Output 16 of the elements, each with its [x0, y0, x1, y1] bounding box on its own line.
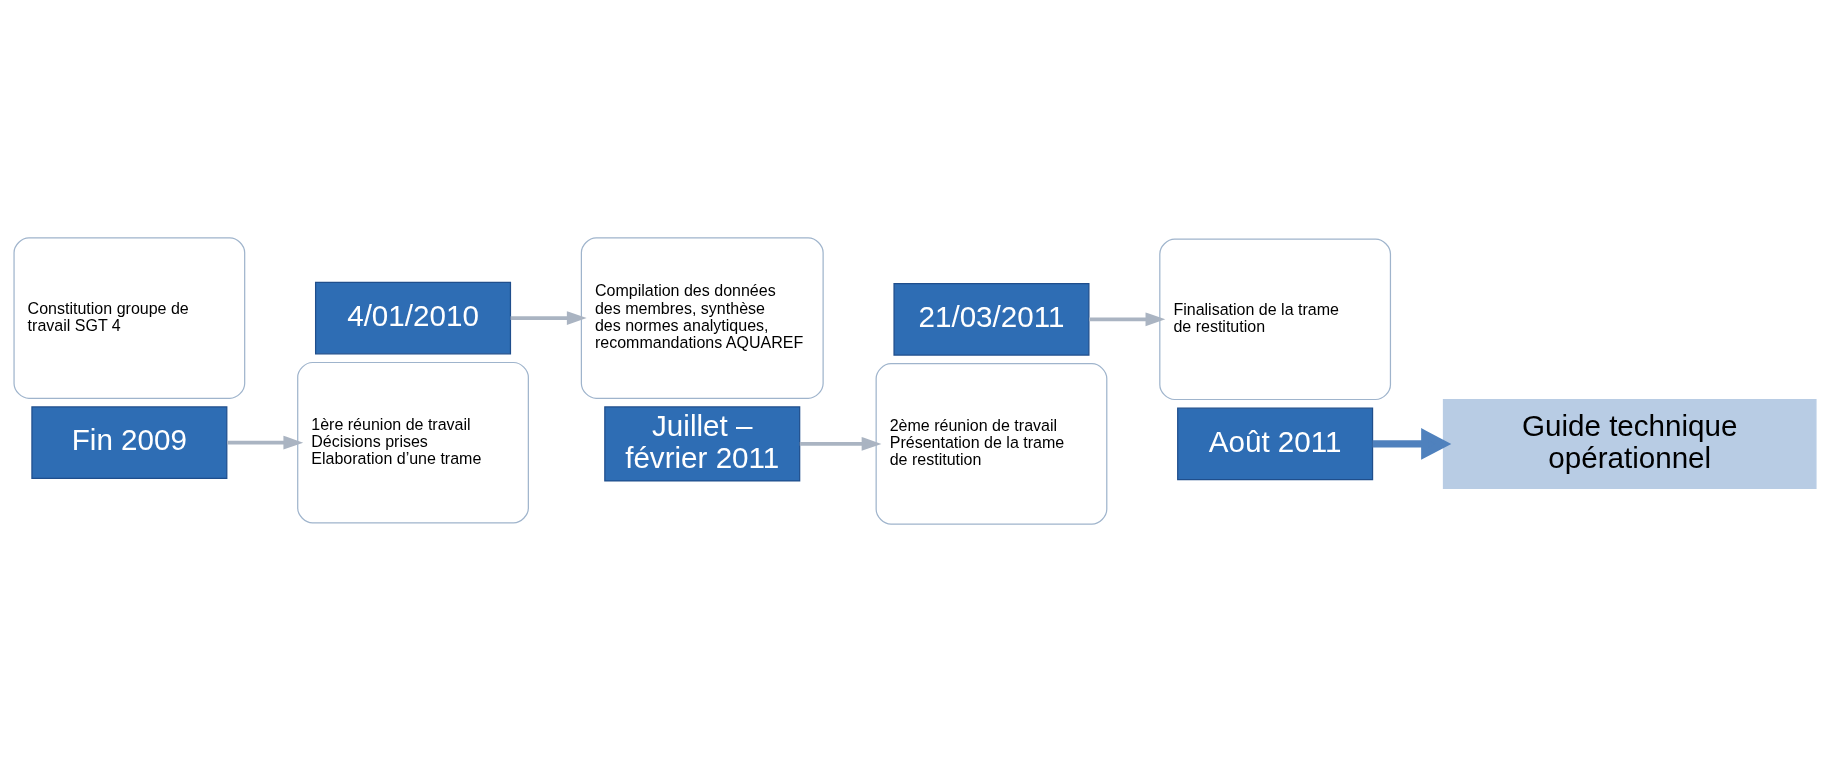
- node-box: 21/03/2011: [893, 282, 1090, 356]
- arrow: [1089, 312, 1166, 327]
- arrow: [227, 435, 304, 450]
- node-box: Guide technique opérationnel: [1442, 398, 1817, 489]
- node-box: 1ère réunion de travail Décisions prises Elaboration d’une trame: [297, 361, 529, 524]
- node-box: 4/01/2010: [315, 281, 512, 355]
- arrow: [510, 311, 587, 326]
- arrow: [1372, 428, 1452, 460]
- node-box: 2ème réunion de travail Présentation de la trame de restitution: [875, 363, 1108, 525]
- node-box: Constitution groupe de travail SGT 4: [13, 237, 246, 399]
- node-box: Juillet – février 2011: [604, 406, 801, 482]
- arrow: [799, 436, 882, 451]
- node-box: Fin 2009: [31, 406, 228, 480]
- node-box: Finalisation de la trame de restitution: [1159, 238, 1392, 401]
- node-box: Août 2011: [1177, 407, 1374, 481]
- node-box: Compilation des données des membres, synthèse des normes analytiques, recommandations AQUAREF: [580, 237, 824, 399]
